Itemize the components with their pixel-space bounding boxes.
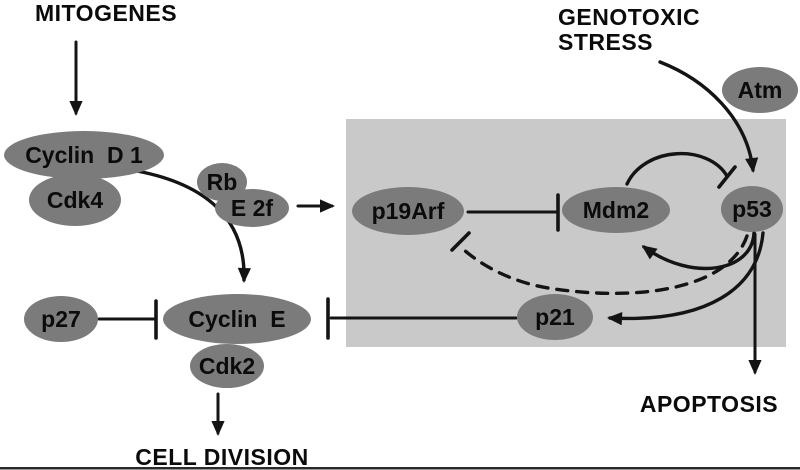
cyclin-d1-label: Cyclin D 1 xyxy=(25,142,143,168)
node-p53: p53 xyxy=(721,186,783,232)
arrow-p53-to-p21 xyxy=(607,231,765,326)
p19arf-label: p19Arf xyxy=(372,198,445,224)
arrow-genotoxic-stress-to-p53 xyxy=(658,60,759,173)
node-p21: p21 xyxy=(517,294,593,340)
cyclin-d1-ellipse xyxy=(4,131,164,179)
cdk2-label: Cdk2 xyxy=(199,353,255,379)
cdk4-label: Cdk4 xyxy=(47,187,103,213)
p53-label: p53 xyxy=(732,196,772,222)
cyclin-e-ellipse xyxy=(163,294,311,344)
tbar-mdm2-p53 xyxy=(717,165,737,189)
node-cyclin-d1: Cyclin D 1 xyxy=(4,131,164,179)
cdk2-ellipse xyxy=(190,344,264,388)
node-cyclin-e: Cyclin E xyxy=(163,294,311,344)
atm-ellipse xyxy=(722,67,798,113)
p21-ellipse xyxy=(517,294,593,340)
mdm2-ellipse xyxy=(562,187,670,233)
arrow-p53-to-mdm2 xyxy=(641,231,756,271)
node-p27: p27 xyxy=(24,296,98,342)
p19arf-ellipse xyxy=(352,187,464,235)
node-atm: Atm xyxy=(722,67,798,113)
tbar-p53-p19arf xyxy=(450,231,471,252)
rb-label: Rb xyxy=(207,169,238,195)
node-mdm2: Mdm2 xyxy=(562,187,670,233)
inhibition-dashed-p53-to-p19arf xyxy=(461,234,749,296)
node-cdk2: Cdk2 xyxy=(190,344,264,388)
figure-bottom-rule xyxy=(0,467,800,470)
node-p19arf: p19Arf xyxy=(352,187,464,235)
atm-label: Atm xyxy=(738,77,783,103)
apoptosis-caption: APOPTOSIS xyxy=(640,391,778,417)
p21-label: p21 xyxy=(535,304,575,330)
p53-ellipse xyxy=(721,186,783,232)
e2f-label: E 2f xyxy=(231,195,274,221)
e2f-ellipse xyxy=(215,189,289,227)
genotoxic-stress-caption-line2: STRESS xyxy=(558,29,653,55)
cdk4-ellipse xyxy=(29,174,121,226)
p27-ellipse xyxy=(24,296,98,342)
mdm2-label: Mdm2 xyxy=(583,197,649,223)
cyclin-e-label: Cyclin E xyxy=(188,306,285,332)
cell-division-caption: CELL DIVISION xyxy=(135,444,309,470)
node-cdk4: Cdk4 xyxy=(29,174,121,226)
mitogenes-caption: MITOGENES xyxy=(35,0,177,26)
genotoxic-stress-caption-line1: GENOTOXIC xyxy=(558,4,700,30)
node-e2f: E 2f xyxy=(215,189,289,227)
inhibition-mdm2-to-p53 xyxy=(625,152,729,186)
p27-label: p27 xyxy=(41,306,81,332)
